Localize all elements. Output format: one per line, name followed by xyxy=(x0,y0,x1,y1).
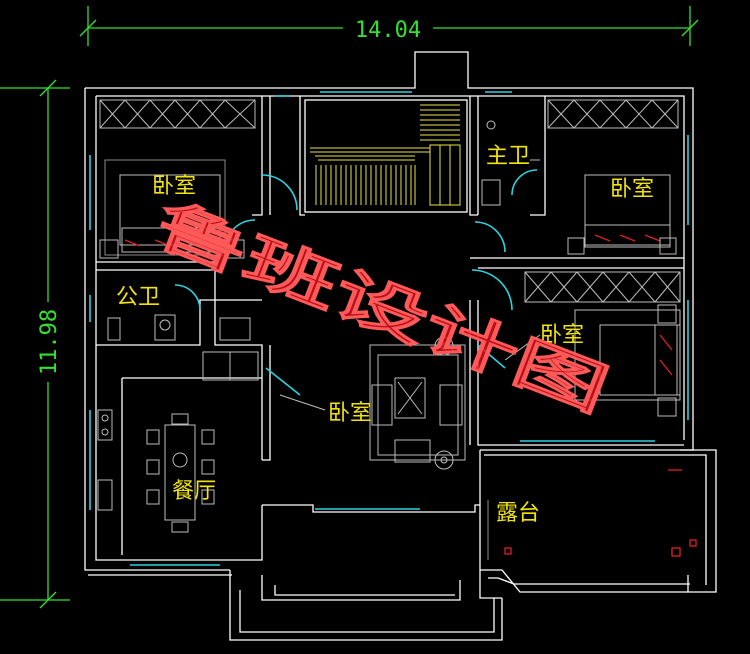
dining-label: 餐厅 xyxy=(172,479,216,504)
watermark: 鲁班设计图 xyxy=(144,189,617,426)
height-dimension-label: 11.98 xyxy=(37,309,62,375)
bed-nw xyxy=(99,159,245,259)
interior-walls xyxy=(96,96,684,555)
watermark-text: 鲁班设计图 xyxy=(145,190,617,426)
dimension-lines xyxy=(0,6,699,609)
bedroom-nw-label: 卧室 xyxy=(152,174,196,199)
staircase xyxy=(304,99,468,213)
bedroom-e-label: 卧室 xyxy=(540,323,584,348)
exterior-walls xyxy=(84,51,694,641)
leader-lines xyxy=(279,334,541,411)
wardrobe-ne xyxy=(547,99,679,129)
bedroom-center-label: 卧室 xyxy=(328,401,372,426)
terrace-label: 露台 xyxy=(496,501,540,526)
doors xyxy=(174,169,538,396)
wardrobe-e xyxy=(524,271,681,303)
public-bath-label: 公卫 xyxy=(116,285,160,310)
master-bath-label: 主卫 xyxy=(486,144,530,169)
kitchen-counter xyxy=(97,351,259,511)
dining-table xyxy=(146,413,215,533)
living-furniture xyxy=(369,336,466,470)
bath-fixtures xyxy=(107,120,540,341)
width-dimension-label: 14.04 xyxy=(355,18,421,43)
bed-e xyxy=(574,304,681,417)
wardrobe-nw xyxy=(99,99,256,129)
bed-ne xyxy=(567,174,677,255)
windows xyxy=(89,91,689,566)
bedroom-ne-label: 卧室 xyxy=(610,177,654,202)
terrace-outline xyxy=(479,449,717,599)
